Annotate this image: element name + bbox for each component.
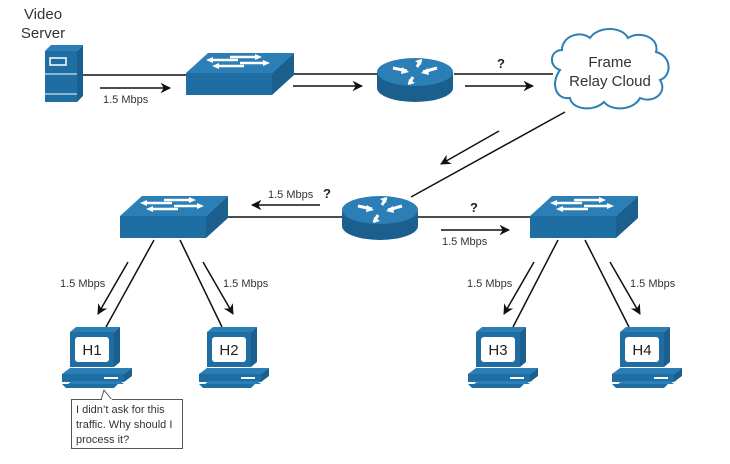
rate-to-h4: 1.5 Mbps xyxy=(630,278,676,290)
arrow-to-h1 xyxy=(97,261,129,315)
router-top-icon[interactable] xyxy=(375,56,455,104)
host-label: H3 xyxy=(488,342,507,359)
question-router-cloud: ? xyxy=(497,56,505,71)
rate-router-left: 1.5 Mbps xyxy=(268,189,314,201)
arrow-to-h4 xyxy=(609,261,641,315)
rate-router-right: 1.5 Mbps xyxy=(442,236,488,248)
arrow-to-h2 xyxy=(202,261,234,315)
callout-pointer-mask xyxy=(102,399,112,401)
link-switch-h3 xyxy=(512,239,559,328)
host-label: H1 xyxy=(82,342,101,359)
link-cloud-router xyxy=(410,111,566,198)
flow-arrows xyxy=(97,80,641,315)
switch-left-icon[interactable] xyxy=(118,194,230,240)
host-h4[interactable]: H4 xyxy=(612,327,682,388)
video-server-label-line2: Server xyxy=(21,25,65,42)
video-server: Video Server xyxy=(21,6,83,102)
cloud-label-line1: Frame xyxy=(588,54,631,71)
question-router-right: ? xyxy=(470,200,478,215)
rate-server-switch: 1.5 Mbps xyxy=(103,94,149,106)
host-h3[interactable]: H3 xyxy=(468,327,538,388)
host-h1[interactable]: H1 xyxy=(62,327,132,388)
cloud-label-line2: Relay Cloud xyxy=(569,73,651,90)
question-router-left: ? xyxy=(323,186,331,201)
video-server-label-line1: Video xyxy=(24,6,62,23)
host-label: H2 xyxy=(219,342,238,359)
rate-to-h2: 1.5 Mbps xyxy=(223,278,269,290)
router-mid-icon[interactable] xyxy=(340,194,420,242)
host-label: H4 xyxy=(632,342,651,359)
frame-relay-cloud: Frame Relay Cloud xyxy=(551,28,670,110)
switch-right-icon[interactable] xyxy=(528,194,640,240)
host-h2[interactable]: H2 xyxy=(199,327,269,388)
rate-to-h1: 1.5 Mbps xyxy=(60,278,106,290)
link-switch-h2 xyxy=(179,239,223,328)
rate-to-h3: 1.5 Mbps xyxy=(467,278,513,290)
cloud-icon xyxy=(551,28,670,110)
arrow-cloud-router xyxy=(440,130,500,165)
arrow-to-h3 xyxy=(503,261,535,315)
switch-top-icon[interactable] xyxy=(184,51,296,97)
link-switch-h1 xyxy=(105,239,155,328)
h1-callout: I didn’t ask for this traffic. Why shoul… xyxy=(71,399,183,449)
link-switch-h4 xyxy=(584,239,630,328)
server-icon xyxy=(45,45,83,102)
